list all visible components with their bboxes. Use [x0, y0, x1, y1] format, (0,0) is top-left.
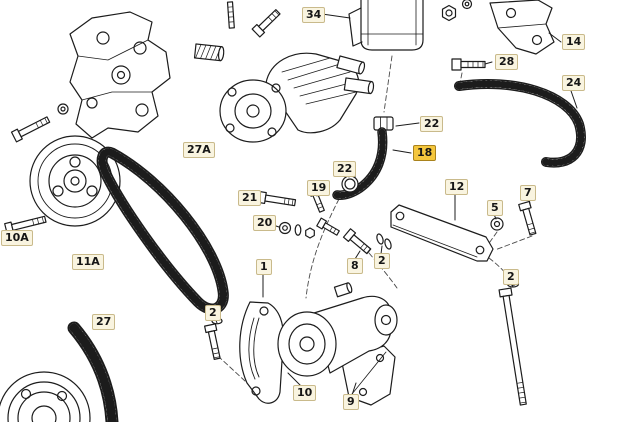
- stay-bracket: [390, 204, 494, 262]
- washer: [294, 224, 302, 236]
- callout-14[interactable]: 14: [562, 34, 586, 50]
- callout-5[interactable]: 5: [487, 200, 503, 216]
- washer: [57, 103, 69, 115]
- bolt: [342, 228, 372, 255]
- callout-8[interactable]: 8: [347, 258, 363, 274]
- power-steering-pump: [277, 282, 398, 377]
- callout-19[interactable]: 19: [307, 180, 331, 196]
- stud: [226, 1, 235, 29]
- callout-22-a[interactable]: 22: [420, 116, 444, 132]
- bolt: [10, 116, 51, 143]
- bolt: [518, 200, 537, 236]
- washer: [490, 217, 504, 231]
- callout-10[interactable]: 10: [293, 385, 317, 401]
- callout-2-c[interactable]: 2: [205, 305, 221, 321]
- suction-hose: [332, 127, 388, 200]
- v-belt: [96, 146, 229, 315]
- bolt: [204, 323, 221, 360]
- return-hose: [454, 78, 586, 168]
- callout-20[interactable]: 20: [253, 215, 277, 231]
- spacer-sleeve: [193, 43, 225, 62]
- hex-nut: [441, 4, 457, 22]
- pump-bracket: [239, 301, 284, 404]
- callout-2-a[interactable]: 2: [374, 253, 390, 269]
- callout-1[interactable]: 1: [256, 259, 272, 275]
- callout-27a[interactable]: 27A: [183, 142, 215, 158]
- support-bracket: [489, 0, 555, 55]
- callout-2-b[interactable]: 2: [503, 269, 519, 285]
- hollow-bolt: [451, 58, 486, 71]
- callout-27[interactable]: 27: [92, 314, 116, 330]
- callout-12[interactable]: 12: [445, 179, 469, 195]
- bolt: [257, 190, 297, 207]
- callout-34[interactable]: 34: [302, 7, 326, 23]
- callout-7[interactable]: 7: [520, 185, 536, 201]
- long-bolt: [498, 287, 527, 406]
- crankshaft-pulley: [0, 371, 91, 422]
- callout-18-highlighted[interactable]: 18: [413, 145, 437, 161]
- washer: [278, 221, 292, 235]
- callout-11a[interactable]: 11A: [72, 254, 104, 270]
- callout-10a[interactable]: 10A: [1, 230, 33, 246]
- callout-28[interactable]: 28: [495, 54, 519, 70]
- bolt: [316, 217, 340, 236]
- callout-9[interactable]: 9: [343, 394, 359, 410]
- washer: [376, 233, 384, 245]
- callout-21[interactable]: 21: [238, 190, 262, 206]
- callout-24[interactable]: 24: [562, 75, 586, 91]
- v-belt: [67, 321, 119, 422]
- fluid-reservoir: [348, 0, 424, 51]
- mounting-bracket: [69, 11, 171, 139]
- washer: [384, 238, 392, 250]
- water-pump: [219, 52, 375, 143]
- washer: [461, 0, 473, 10]
- callout-22-b[interactable]: 22: [333, 161, 357, 177]
- bolt: [251, 9, 281, 38]
- hex-nut: [305, 227, 315, 239]
